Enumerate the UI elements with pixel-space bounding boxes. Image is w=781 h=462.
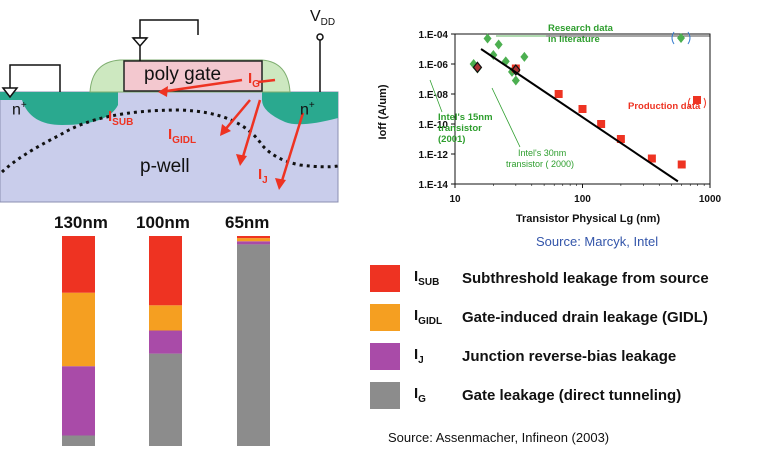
legend-symbol-ig: IG (414, 385, 426, 405)
isub-label: ISUB (108, 108, 134, 128)
vdd-label: VDD (310, 8, 336, 29)
bar-segment-130nm-g (62, 435, 95, 446)
y-tick-label: 1.E-14 (419, 180, 449, 191)
x-tick-label: 1000 (699, 194, 722, 205)
legend-swatch-ig (370, 381, 400, 409)
igidl-label: IGIDL (168, 126, 197, 146)
legend-symbol-igidl: IGIDL (414, 307, 443, 327)
legend-symbol-ij: IJ (414, 346, 424, 366)
bar-segment-65nm-j (237, 241, 270, 245)
annotation-intel30-1: Intel's 30nm (518, 148, 566, 158)
depletion-boundary (0, 108, 339, 174)
leakage-stacked-bar-chart (62, 236, 270, 446)
legend-symbol-isub: ISUB (414, 268, 440, 288)
nplus-region-left (0, 92, 118, 125)
production-point (578, 105, 587, 113)
device-cross-section (0, 19, 339, 203)
annotation-intel15-2: transistor (438, 123, 482, 134)
bar-segment-100nm-sub (149, 236, 182, 306)
x-tick-label: 10 (449, 194, 461, 205)
production-point (677, 160, 686, 169)
production-point (554, 90, 563, 98)
legend-callout-research (671, 31, 691, 45)
bar-segment-130nm-sub (62, 236, 95, 293)
y-tick-label: 1.E-06 (419, 60, 449, 71)
y-tick-label: 1.E-10 (419, 120, 449, 131)
research-point (511, 75, 520, 86)
legend-item-igidl: IGIDL Gate-induced drain leakage (GIDL) (370, 303, 708, 331)
bar-source: Source: Assenmacher, Infineon (2003) (388, 430, 610, 445)
trend-line (480, 48, 679, 183)
legend-label-ij: Junction reverse-bias leakage (462, 347, 677, 365)
legend-item-isub: ISUB Subthreshold leakage from source (370, 264, 709, 292)
y-tick-label: 1.E-04 (419, 30, 449, 41)
legend-label-ig: Gate leakage (direct tunneling) (462, 386, 682, 404)
bar-segment-65nm-gidl (237, 238, 270, 242)
production-point (616, 135, 625, 143)
legend-label-igidl: Gate-induced drain leakage (GIDL) (462, 308, 708, 326)
x-axis-label: Transistor Physical Lg (nm) (516, 213, 661, 225)
bar-segment-100nm-gidl (149, 305, 182, 331)
research-point (483, 33, 492, 44)
bar-segment-100nm-j (149, 330, 182, 354)
y-tick-label: 1.E-08 (419, 90, 449, 101)
legend-swatch-isub (370, 264, 400, 292)
x-tick-label: 100 (574, 194, 591, 205)
production-point (647, 154, 656, 163)
y-tick-label: 1.E-12 (419, 150, 449, 161)
annotation-research-1: Research data (548, 23, 614, 34)
ioff-scatter-chart: 1.E-14 1.E-12 1.E-10 1.E-08 1.E-06 1.E-04 10 10… (377, 23, 722, 225)
bar-segment-100nm-g (149, 353, 182, 446)
bar-category-130nm: 130nm (54, 213, 108, 232)
gate-wiring (1, 19, 324, 99)
legend-callout-production (688, 96, 706, 109)
legend-swatch-igidl (370, 303, 400, 331)
annotation-intel15-1: Intel's 15nm (438, 112, 493, 123)
nplus-region-right (262, 92, 338, 125)
nplus-left-label: n+ (12, 100, 27, 119)
legend-label-isub: Subthreshold leakage from source (462, 269, 709, 287)
legend-item-ig: IG Gate leakage (direct tunneling) (370, 381, 681, 409)
legend-swatch-ij (370, 342, 400, 370)
bar-segment-65nm-sub (237, 236, 270, 239)
ig-label: IG (248, 70, 260, 90)
bar-category-65nm: 65nm (225, 213, 270, 232)
y-axis-label: Ioff (A/um) (377, 84, 389, 139)
research-point (494, 39, 503, 50)
annotation-research-2: in literature (548, 34, 600, 45)
nplus-right-label: n+ (300, 100, 315, 119)
scatter-source: Source: Marcyk, Intel (536, 234, 659, 249)
bar-category-100nm: 100nm (136, 213, 190, 232)
leakage-current-arrows (158, 78, 305, 190)
legend-item-ij: IJ Junction reverse-bias leakage (370, 342, 676, 370)
annotation-intel30-2: transistor ( 2000) (506, 159, 574, 169)
bar-segment-130nm-j (62, 366, 95, 436)
bar-segment-65nm-g (237, 244, 270, 446)
research-point (520, 51, 529, 62)
intel-point (511, 64, 521, 76)
p-well-label: p-well (140, 156, 190, 177)
intel-point (472, 61, 483, 74)
poly-gate-label: poly gate (144, 64, 222, 85)
ij-label: IJ (258, 166, 268, 186)
bar-segment-130nm-gidl (62, 292, 95, 367)
production-point (597, 120, 606, 128)
annotation-production: Production data (628, 101, 701, 112)
annotation-intel15-3: (2001) (438, 134, 465, 145)
